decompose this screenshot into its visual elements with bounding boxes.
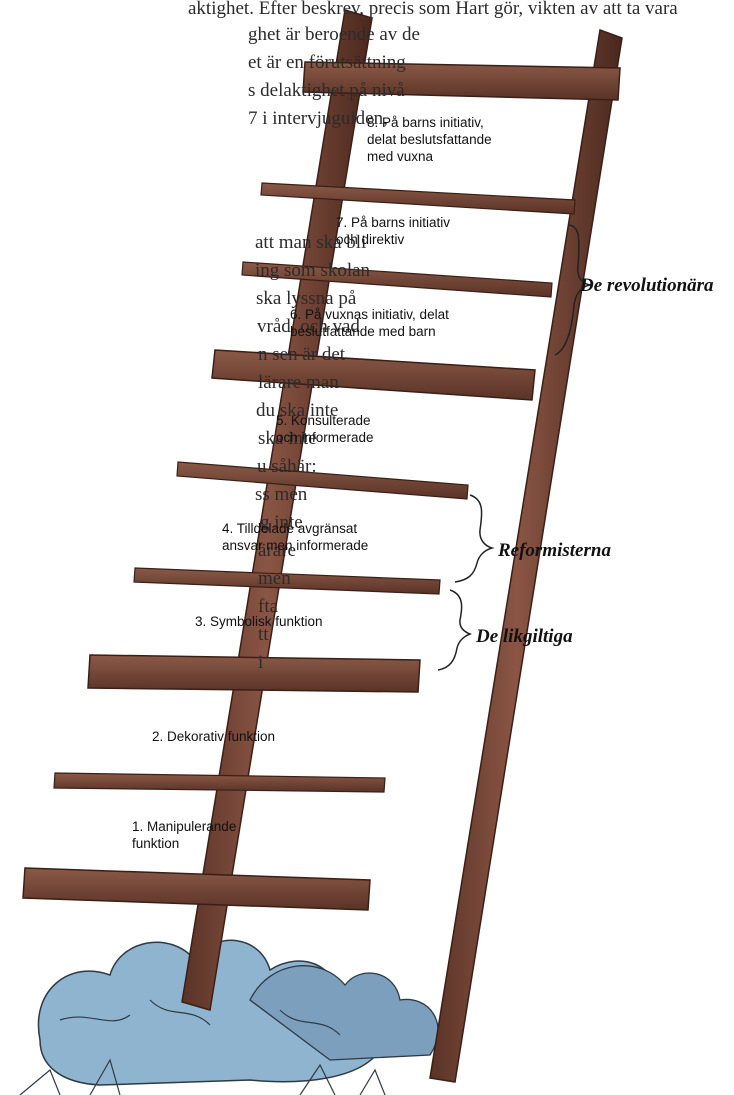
rung-label-4: 4. Tilldelade avgränsat ansvar men infor… [222,521,369,553]
paragraph-line: men [258,568,291,589]
rung-label-7: 7. På barns initiativ och direktiv [336,215,451,247]
bush-scenery [19,939,439,1095]
paragraph-line: tt [258,624,269,645]
paragraph-line: i [258,652,264,673]
paragraph-line: ing som skolan [255,260,371,281]
paragraph-line: et är en förutsättning [248,52,406,73]
paragraph-line: 7 i intervjuguiden, [248,108,388,129]
rung-label-3: 3. Symbolisk funktion [195,614,323,629]
group-label-reformist: Reformisterna [498,540,611,561]
paragraph-line: att man ska bli [255,232,367,253]
paragraph-line: ss men [255,484,308,505]
brace-revolutionary [554,224,593,356]
paragraph-line: ska lyssna på [256,288,357,309]
paragraph-line: ska inte [258,428,317,449]
paragraph-line: u såhär: [257,456,317,477]
paragraph-line: fta [258,596,279,617]
brace-indifferent [437,589,473,671]
rung-label-1: 1. Manipulerande funktion [132,819,237,851]
paragraph-line: lärare man [258,372,339,393]
paragraph-line: du ska inte [256,400,339,421]
paragraph-line: aktighet. Efter beskrev, precis som Hart… [188,0,678,19]
ladder-rungs [22,61,621,911]
paragraph-line: n sen är det [258,344,346,365]
rung-label-6: 6. På vuxnas initiativ, delat beslutfatt… [290,307,449,339]
paragraph-line: s delaktighet på nivå [248,80,405,101]
paragraph-line: g inte [260,512,303,533]
paragraph-line: ghet är beroende av de [248,24,420,45]
brace-reformist [454,494,495,583]
group-label-revolutionary: De revolutionära [580,275,714,296]
group-braces [437,224,593,671]
rung-label-5: 5. Konsulterade och informerade [276,413,374,445]
paragraph-line: ärare [258,540,296,561]
group-label-indifferent: De likgiltiga [476,626,573,647]
rung-label-2: 2. Dekorativ funktion [152,729,276,744]
rung-label-8: 8. På barns initiativ, delat beslutsfatt… [367,115,492,164]
paragraph-line: vråd, och vad [257,316,360,337]
